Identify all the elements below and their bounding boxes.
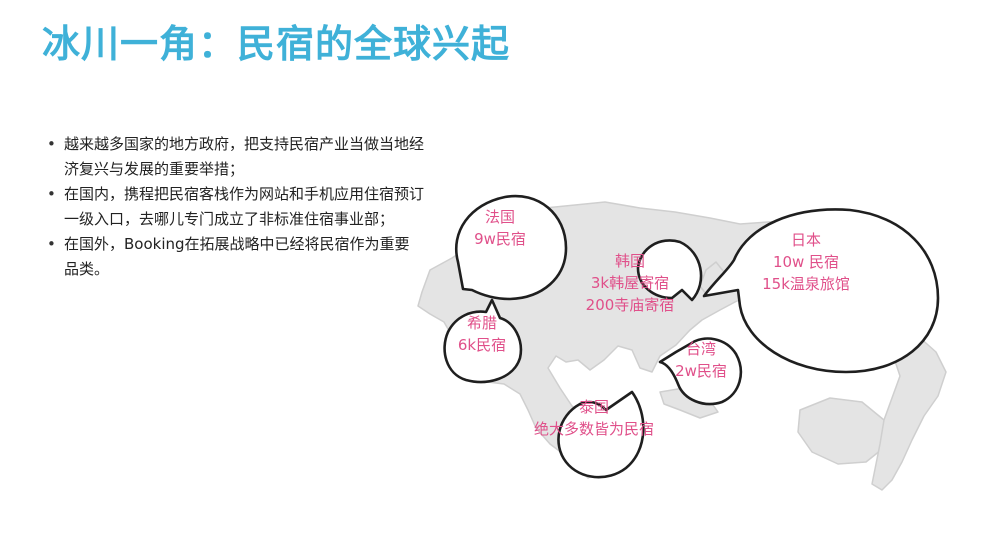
speech-bubble-korea (636, 239, 703, 302)
callout-thailand-name: 泰国 (578, 398, 610, 416)
callout-japan: 日本 10w 民宿 15k温泉旅馆 (762, 229, 850, 295)
speech-bubble-france (455, 194, 568, 301)
speech-bubble-taiwan (658, 337, 743, 406)
callout-france-name: 法国 (484, 208, 515, 226)
callout-korea: 韩国 3k韩屋寄宿 200寺庙寄宿 (586, 250, 675, 316)
bullet-item-overseas: 在国外，Booking在拓展战略中已经将民宿作为重要品类。 (44, 232, 424, 282)
speech-bubble-thailand (557, 390, 645, 479)
bullet-list: 越来越多国家的地方政府，把支持民宿产业当做当地经济复兴与发展的重要举措； 在国内… (44, 132, 424, 282)
callout-korea-name: 韩国 (614, 252, 646, 270)
callout-japan-stat-1: 10w 民宿 (772, 253, 840, 271)
callout-greece-stat: 6k民宿 (457, 336, 507, 354)
callout-greece-name: 希腊 (466, 314, 498, 332)
callout-korea-stat-2: 200寺庙寄宿 (585, 296, 675, 314)
callout-france: 法国 9w民宿 (474, 206, 526, 250)
callout-korea-stat-1: 3k韩屋寄宿 (590, 274, 670, 292)
speech-bubble-japan (702, 208, 940, 374)
australia-landmass (797, 397, 887, 465)
callout-japan-stat-2: 15k温泉旅馆 (762, 275, 850, 293)
callout-greece: 希腊 6k民宿 (458, 312, 506, 356)
slide-title: 冰川一角：民宿的全球兴起 (42, 22, 511, 66)
callout-taiwan-stat: 2w民宿 (675, 362, 727, 380)
bullet-item-domestic: 在国内，携程把民宿客栈作为网站和手机应用住宿预订一级入口，去哪儿专门成立了非标准… (44, 182, 424, 232)
bullet-item-local-government: 越来越多国家的地方政府，把支持民宿产业当做当地经济复兴与发展的重要举措； (44, 132, 424, 182)
callout-taiwan-name: 台湾 (685, 340, 716, 358)
callout-thailand: 泰国 绝大多数皆为民宿 (534, 396, 654, 440)
speech-bubble-greece (443, 298, 523, 384)
callout-taiwan: 台湾 2w民宿 (675, 338, 727, 382)
callout-france-stat: 9w民宿 (474, 230, 526, 248)
callout-japan-name: 日本 (790, 231, 821, 249)
callout-thailand-stat: 绝大多数皆为民宿 (533, 420, 655, 438)
